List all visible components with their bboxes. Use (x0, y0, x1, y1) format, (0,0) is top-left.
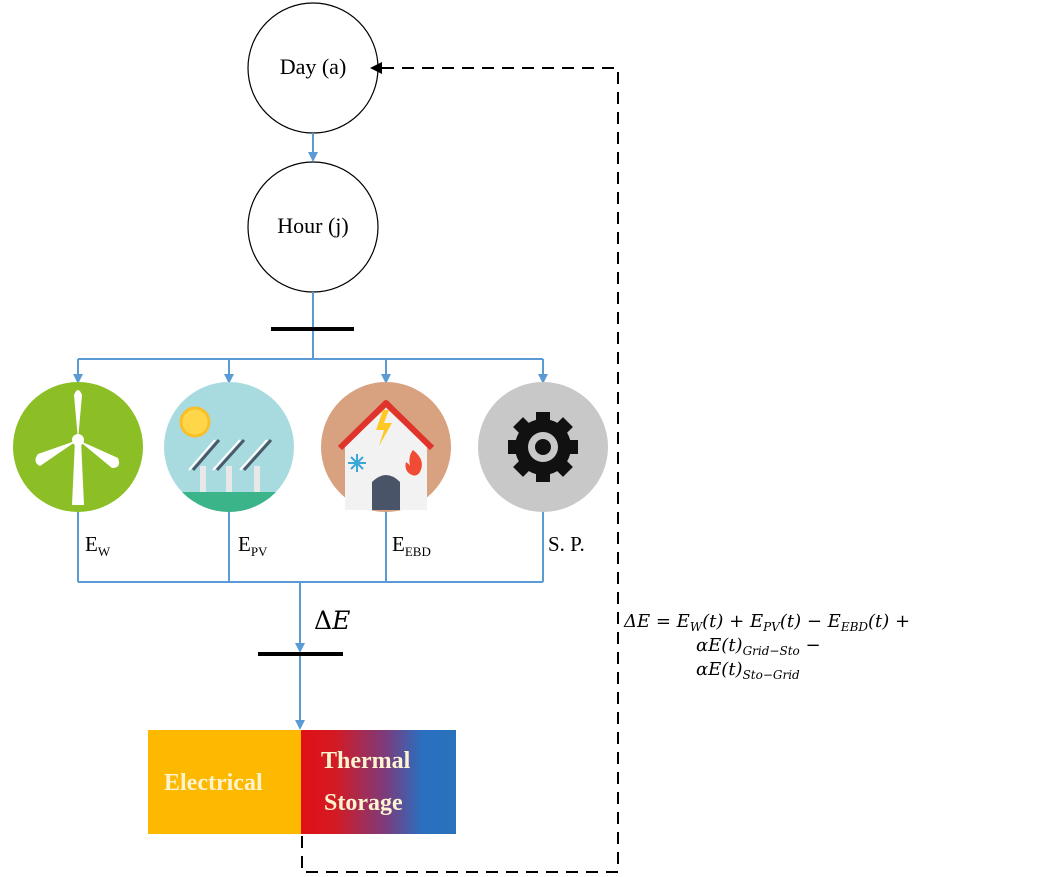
label-e-ebd: EEBD (392, 532, 431, 559)
equation-line-2: αE(t)Grid−Sto − (696, 635, 821, 658)
electrical-label: Electrical (164, 770, 263, 796)
electrical-storage (148, 730, 301, 834)
storage-block: Electrical Thermal Storage (148, 730, 456, 834)
gear-icon (478, 382, 608, 512)
equation-line-1: ΔE = EW(t) + EPV(t) − EEBD(t) + (624, 611, 911, 634)
wind-turbine-icon (13, 382, 143, 512)
label-e-w: EW (85, 532, 111, 559)
house-energy-icon (321, 382, 451, 512)
day-label: Day (a) (279, 54, 347, 79)
thermal-storage (301, 730, 456, 834)
thermal-label-line2: Storage (324, 790, 403, 816)
thermal-label-line1: Thermal (321, 748, 411, 774)
solar-panel-icon (164, 382, 294, 512)
label-sp: S. P. (548, 532, 585, 556)
label-e-pv: EPV (238, 532, 268, 559)
hour-label: Hour (j) (277, 213, 349, 238)
equation-line-3: αE(t)Sto−Grid (696, 659, 800, 682)
delta-e-label: ΔE (314, 606, 351, 635)
feedback-loop (301, 62, 619, 873)
